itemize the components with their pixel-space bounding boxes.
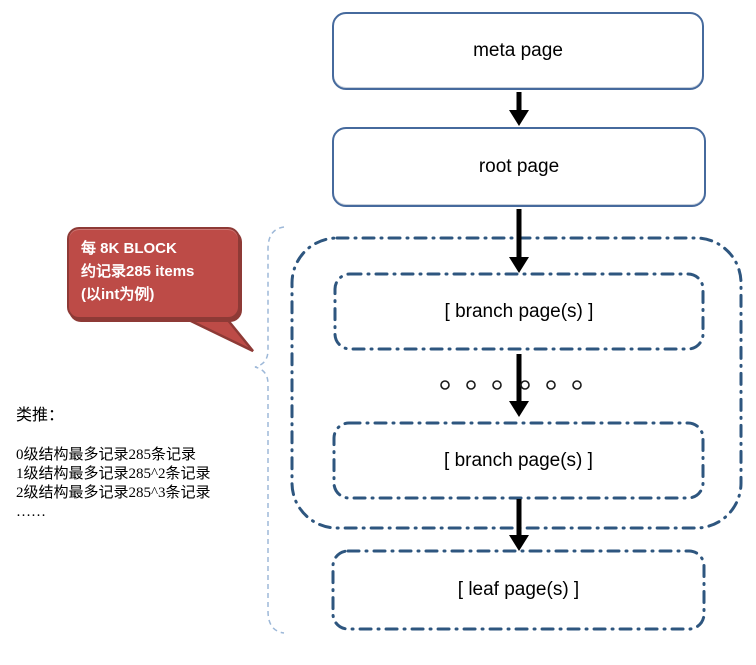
arrow-head	[509, 110, 529, 126]
ellipsis-dot	[572, 380, 582, 390]
annotation-block: 类推： 0级结构最多记录285条记录 1级结构最多记录285^2条记录 2级结构…	[16, 406, 296, 522]
arrow-meta-to-root	[509, 92, 529, 126]
node-branch-pages-2-border	[332, 421, 705, 500]
ellipsis-dot	[440, 380, 450, 390]
annotation-line: 0级结构最多记录285条记录	[16, 447, 197, 463]
ellipsis-dot	[546, 380, 556, 390]
arrow-head	[509, 401, 529, 417]
ellipsis-dot	[466, 380, 476, 390]
node-meta-page: meta page	[332, 12, 704, 90]
branch-level-container-border	[290, 236, 743, 530]
node-leaf-pages-border	[331, 549, 706, 631]
callout-line: 每 8K BLOCK	[81, 240, 177, 257]
node-branch-pages-1-border	[333, 272, 705, 351]
ellipsis-dot	[492, 380, 502, 390]
node-meta-page-label: meta page	[473, 40, 563, 61]
annotation-line: 1级结构最多记录285^2条记录	[16, 466, 211, 482]
arrow-head	[509, 535, 529, 551]
callout-line: (以int为例)	[81, 286, 155, 303]
node-root-page-label: root page	[478, 156, 560, 177]
ellipsis-dots	[440, 380, 582, 390]
arrow-head	[509, 257, 529, 273]
annotation-line: ……	[16, 504, 46, 520]
arrow-branch2-to-leaf	[509, 499, 529, 551]
callout-bubble: 每 8K BLOCK 约记录285 items (以int为例)	[67, 227, 240, 319]
ellipsis-dot	[520, 380, 530, 390]
curly-brace	[254, 226, 285, 634]
annotation-heading: 类推：	[16, 407, 65, 424]
node-root-page: root page	[332, 127, 706, 207]
annotation-line: 2级结构最多记录285^3条记录	[16, 485, 211, 501]
callout-line: 约记录285 items	[81, 263, 195, 280]
arrow-root-to-branch1	[509, 209, 529, 273]
arrow-branch1-to-branch2	[509, 354, 529, 417]
